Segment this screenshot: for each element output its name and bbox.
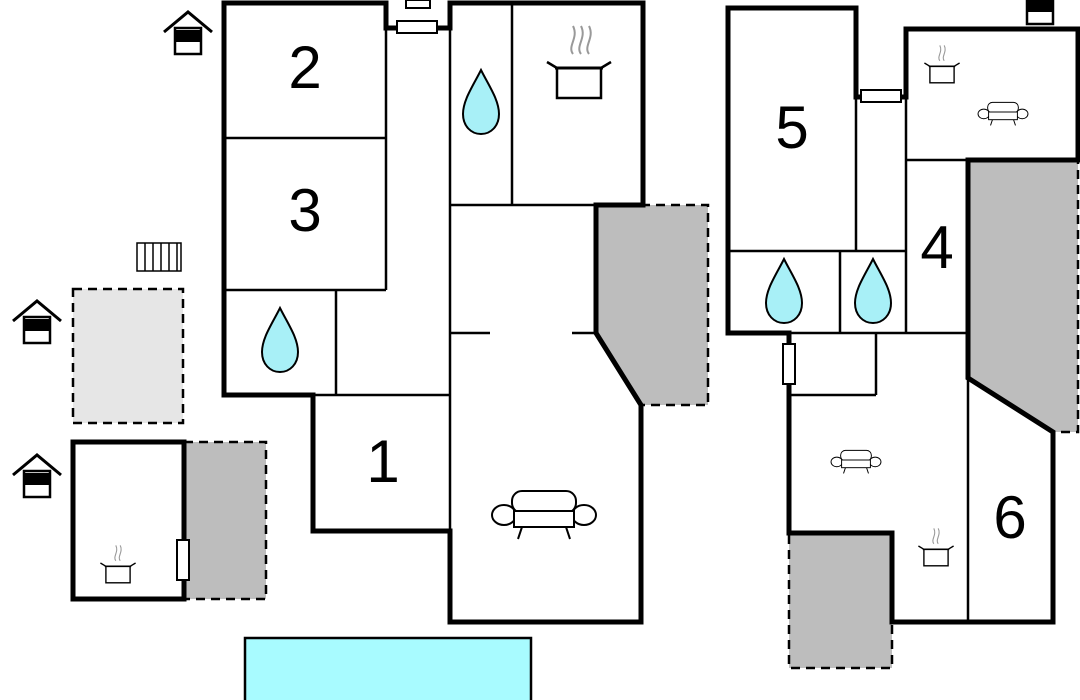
room-number-2: 2 [288,34,321,101]
window-icon [860,89,902,103]
cooking-pot-icon [917,528,955,567]
cooking-pot-icon [923,45,961,84]
room-number-6: 6 [993,484,1026,551]
water-drop-icon [462,69,500,135]
terrace-annex [182,440,268,601]
cooking-pot-icon [545,25,613,100]
radiator-icon [136,242,182,272]
sofa-icon [830,449,882,474]
sofa-icon [491,490,597,540]
room-number-4: 4 [920,214,953,281]
terrace-center [594,203,710,407]
window-icon [405,0,431,9]
window-icon [396,20,438,34]
annex-building [70,439,187,602]
water-drop-icon [765,258,803,324]
garage-icon [1025,0,1055,26]
water-drop-icon [261,307,299,373]
water-drop-icon [854,258,892,324]
terrace-left-light [71,287,185,425]
cooking-pot-icon [99,545,137,584]
garage-icon [11,453,63,499]
room-number-1: 1 [366,428,399,495]
room-number-3: 3 [288,177,321,244]
room-number-5: 5 [775,94,808,161]
swimming-pool [243,636,533,700]
sofa-icon [977,101,1029,126]
garage-icon [11,299,63,345]
garage-icon [162,10,214,56]
window-icon [782,343,796,385]
window-icon [176,539,190,581]
terrace-bottom-right [787,531,894,670]
